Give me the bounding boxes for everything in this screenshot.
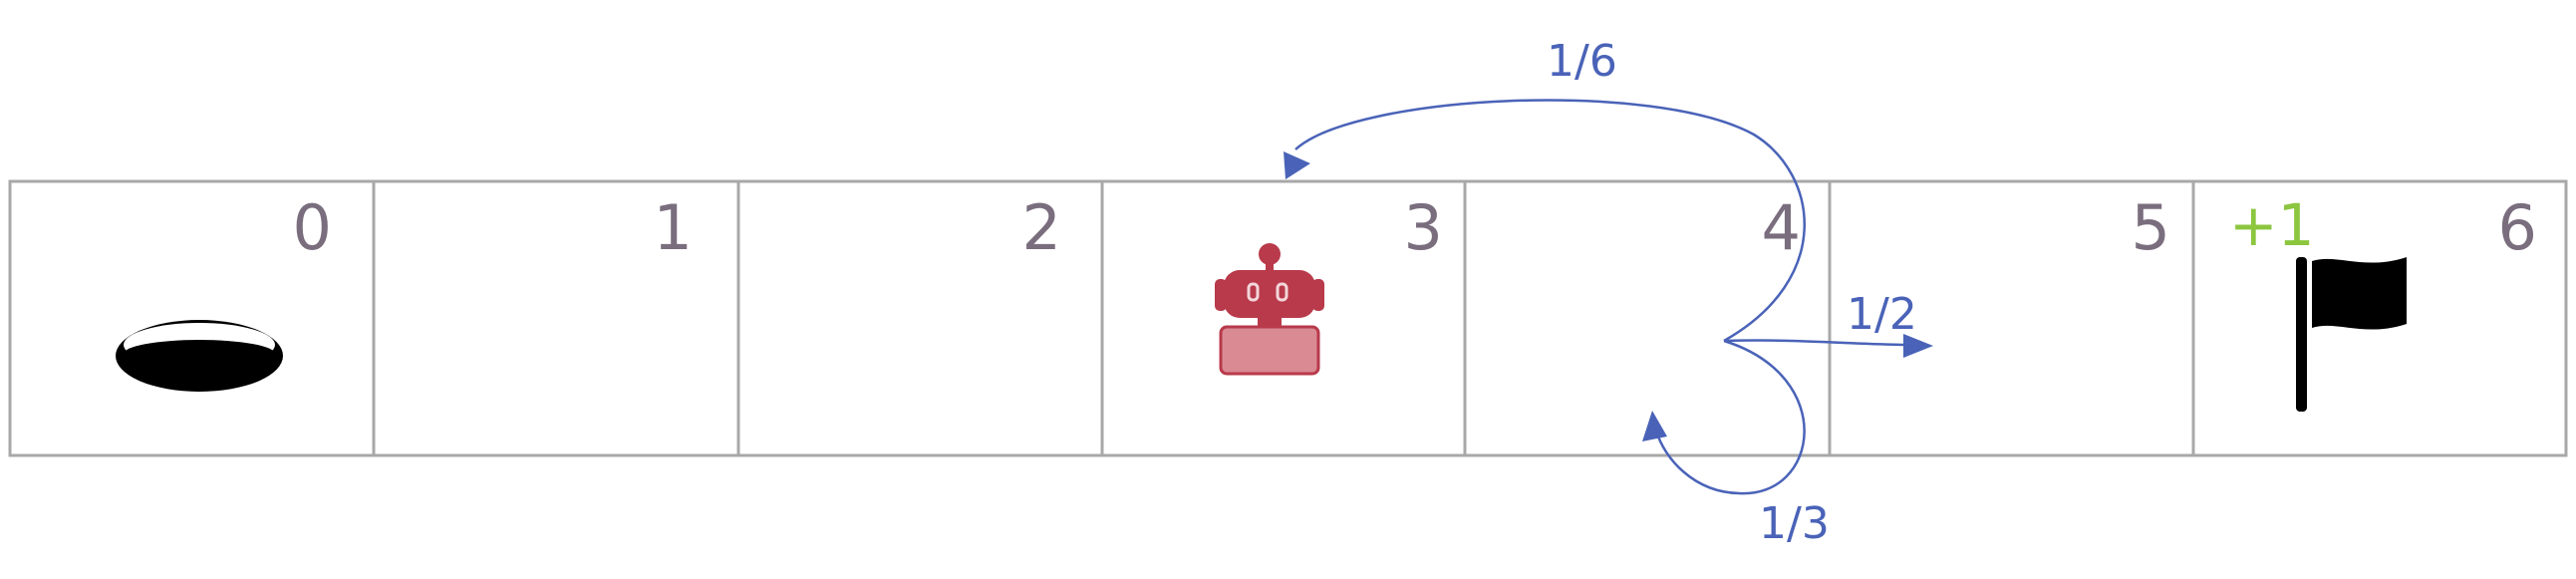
- cell-2-number: 2: [1022, 191, 1061, 264]
- cell-6-number: 6: [2498, 191, 2537, 264]
- reward-label: +1: [2229, 191, 2315, 259]
- prob-label-stay: 1/3: [1759, 498, 1830, 549]
- arrowhead-back: [1284, 151, 1310, 179]
- robot-icon: [1215, 243, 1324, 376]
- prob-label-back: 1/6: [1547, 36, 1617, 87]
- cell-4-number: 4: [1762, 191, 1801, 264]
- prob-label-forward: 1/2: [1847, 289, 1917, 340]
- cell-3-number: 3: [1404, 191, 1443, 264]
- arrowhead-stay: [1642, 411, 1667, 441]
- arrow-stay: [1654, 339, 1806, 495]
- flag-icon: [2296, 257, 2407, 412]
- grid-border: [8, 179, 2568, 457]
- cell-1-number: 1: [654, 191, 693, 264]
- hole-icon: [116, 320, 283, 392]
- transition-arrows: [1284, 99, 1933, 495]
- cell-5-number: 5: [2132, 191, 2170, 264]
- cell-numbers: 0 1 2 3 4 5 6: [293, 191, 2537, 264]
- arrow-back: [1294, 99, 1806, 343]
- arrowhead-forward: [1903, 334, 1933, 358]
- arrow-forward: [1723, 339, 1904, 347]
- grid: [8, 179, 2568, 457]
- cell-0-number: 0: [293, 191, 332, 264]
